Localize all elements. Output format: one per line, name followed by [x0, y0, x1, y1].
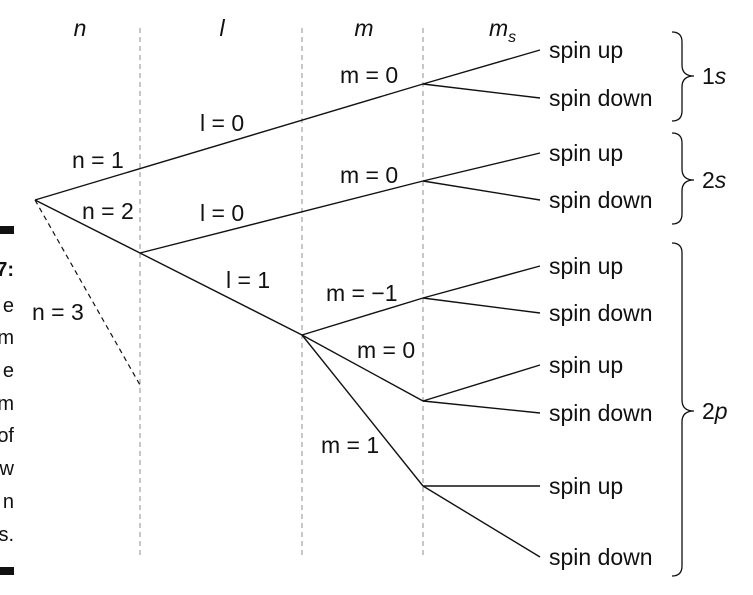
figure-caption-fragment: 7: e m e m of w n s.: [0, 259, 15, 546]
header-m: m: [354, 15, 373, 41]
edge-m-neg1: [301, 297, 424, 336]
caption-line-9: s.: [0, 524, 14, 546]
group-label-2s: 2s: [702, 167, 727, 193]
caption-line-7: w: [0, 458, 15, 480]
label-m1: m = 1: [321, 432, 379, 458]
label-n3: n = 3: [32, 299, 84, 325]
header-ms-base: m: [489, 15, 508, 41]
spin-label-5: spin up: [549, 253, 623, 279]
label-m0-1s: m = 0: [340, 62, 398, 88]
edge-m1: [301, 334, 424, 487]
spin-label-9: spin up: [549, 473, 623, 499]
label-n2: n = 2: [82, 198, 134, 224]
caption-bar-top: [0, 226, 14, 234]
label-m-neg1: m = −1: [326, 280, 398, 306]
caption-line-2: e: [3, 295, 14, 317]
caption-line-3: m: [0, 327, 14, 349]
group-label-1s: 1s: [702, 63, 727, 89]
caption-line-6: of: [0, 425, 14, 447]
spin-label-8: spin down: [549, 400, 653, 426]
header-l: l: [219, 15, 225, 41]
group-2p-letter: p: [714, 398, 728, 424]
tree-edges: [34, 49, 541, 558]
edge-spin-down-2: [422, 180, 541, 201]
edge-spin-up-2: [422, 152, 541, 182]
edge-spin-up-3: [422, 265, 541, 299]
group-2s-letter: s: [715, 167, 727, 193]
brace-2p: [671, 242, 695, 577]
label-l1: l = 1: [226, 267, 270, 293]
edge-spin-down-1: [422, 83, 541, 99]
edge-l0-2s: [139, 180, 424, 254]
edge-l1-2p: [139, 252, 303, 336]
edge-spin-down-4: [422, 400, 541, 414]
header-ms-subscript: s: [508, 29, 516, 46]
edge-n1-branch: [34, 83, 424, 201]
caption-line-4: e: [3, 360, 14, 382]
edge-n3-branch: [34, 199, 141, 386]
group-2p-number: 2: [702, 398, 715, 424]
brace-2s: [671, 132, 695, 225]
spin-label-6: spin down: [549, 300, 653, 326]
label-n1: n = 1: [72, 147, 124, 173]
edge-spin-down-5: [422, 485, 541, 558]
edge-m0-2p: [301, 334, 424, 402]
spin-labels: spin up spin down spin up spin down spin…: [549, 37, 653, 570]
caption-bar-bottom: [0, 567, 14, 575]
group-1s-letter: s: [715, 63, 727, 89]
group-1s-number: 1: [702, 63, 715, 89]
caption-line-5: m: [0, 393, 14, 415]
label-l0-2s: l = 0: [200, 200, 244, 226]
label-m0-2p: m = 0: [357, 337, 415, 363]
edge-spin-down-3: [422, 297, 541, 314]
brace-1s: [671, 31, 695, 122]
spin-label-4: spin down: [549, 187, 653, 213]
header-ms: ms: [489, 15, 516, 46]
header-n: n: [74, 15, 87, 41]
edge-spin-up-1: [422, 49, 541, 85]
group-label-2p: 2p: [702, 398, 728, 424]
edge-n2-branch: [34, 199, 141, 254]
spin-label-2: spin down: [549, 85, 653, 111]
spin-label-3: spin up: [549, 140, 623, 166]
caption-line-1: 7:: [0, 259, 14, 281]
label-l0-1s: l = 0: [200, 110, 244, 136]
group-2s-number: 2: [702, 167, 715, 193]
spin-label-7: spin up: [549, 352, 623, 378]
branch-labels: n = 1 n = 2 n = 3 l = 0 l = 0 l = 1 m = …: [32, 62, 415, 458]
spin-label-10: spin down: [549, 544, 653, 570]
caption-line-8: n: [3, 491, 14, 513]
label-m0-2s: m = 0: [340, 162, 398, 188]
spin-label-1: spin up: [549, 37, 623, 63]
edge-spin-up-4: [422, 364, 541, 402]
